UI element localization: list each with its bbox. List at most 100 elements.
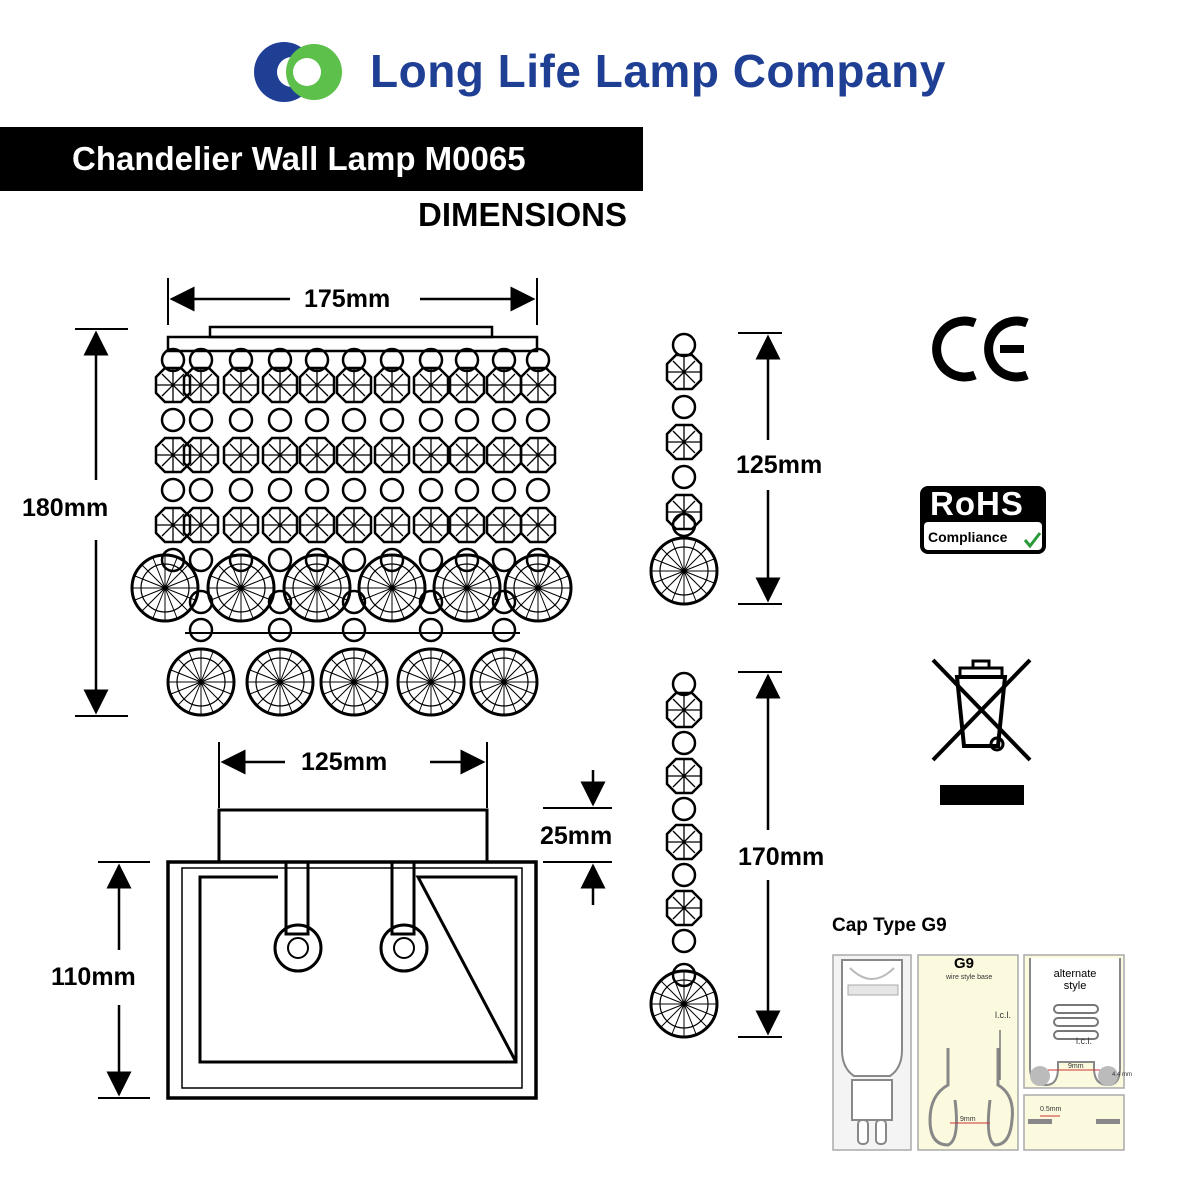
crystal-bead (335, 436, 373, 474)
dimension-180mm (75, 328, 128, 717)
pin-size: 4.4 mm (1112, 1072, 1133, 1078)
product-title: Chandelier Wall Lamp M0065 (72, 140, 526, 177)
g9-title: G9 (954, 955, 975, 972)
crystal-bead (525, 477, 551, 503)
crystal-ball (206, 553, 276, 623)
crystal-bead (267, 547, 293, 573)
crystal-bead (491, 477, 517, 503)
rohs-badge (920, 486, 1046, 554)
crystal-ball (432, 553, 502, 623)
label-125mm-base: 125mm (301, 748, 388, 776)
crystal-bead (261, 436, 299, 474)
crystal-bead (373, 436, 411, 474)
crystal-ring (188, 617, 214, 643)
alt-width: 9mm (1068, 1063, 1084, 1070)
front-view-lamp (130, 325, 573, 717)
crystal-bead (304, 407, 330, 433)
crystal-bead (519, 506, 557, 544)
crystal-bead (160, 407, 186, 433)
crystal-bead (485, 506, 523, 544)
label-170mm-drop: 170mm (738, 843, 825, 871)
crystal-bead (448, 436, 486, 474)
crystal-bead (261, 366, 299, 404)
crystal-bead (379, 477, 405, 503)
crystal-ring (491, 617, 517, 643)
brand-name: Long Life Lamp Company (370, 45, 946, 97)
crystal-bead (298, 436, 336, 474)
crystal-ring (341, 617, 367, 643)
crystal-bead (298, 506, 336, 544)
crystal-ring (418, 617, 444, 643)
crystal-bead (671, 394, 697, 420)
crystal-bead (188, 477, 214, 503)
crystal-bead (491, 407, 517, 433)
crystal-bead (188, 407, 214, 433)
label-110mm: 110mm (51, 963, 136, 991)
crystal-bead (525, 407, 551, 433)
rohs-compliance: Compliance (928, 529, 1008, 545)
side-view-lamp (166, 808, 538, 1100)
crystal-ball (357, 553, 427, 623)
crystal-bead (665, 423, 703, 461)
alt-lcl: l.c.l. (1076, 1036, 1093, 1046)
crystal-ball (396, 647, 466, 717)
crystal-bead (261, 506, 299, 544)
g9-lcl: l.c.l. (995, 1010, 1012, 1020)
crystal-ball (130, 553, 200, 623)
crystal-bead (373, 506, 411, 544)
crystal-bead (412, 366, 450, 404)
short-drop-strand (649, 332, 719, 606)
crystal-bead (341, 407, 367, 433)
crystal-bead (298, 366, 336, 404)
crystal-bead (448, 506, 486, 544)
crystal-ball (649, 969, 719, 1039)
title-bar (0, 127, 643, 191)
crystal-ball (649, 536, 719, 606)
crystal-bead (182, 366, 220, 404)
crystal-bead (671, 730, 697, 756)
crystal-bead (379, 407, 405, 433)
alt-subtitle: style (1063, 980, 1087, 992)
crystal-bead (519, 366, 557, 404)
crystal-bead (665, 757, 703, 795)
crystal-bead (267, 477, 293, 503)
crystal-ball (503, 553, 573, 623)
crystal-bead (454, 477, 480, 503)
crystal-bead (412, 436, 450, 474)
crystal-ball (469, 647, 539, 717)
crystal-bead (335, 506, 373, 544)
label-180mm: 180mm (22, 494, 109, 522)
crystal-bead (160, 477, 186, 503)
crystal-bead (373, 366, 411, 404)
long-drop-strand (649, 671, 719, 1039)
crystal-bead (485, 436, 523, 474)
crystal-bead (418, 407, 444, 433)
crystal-bead (665, 353, 703, 391)
crossed-bin-icon (931, 658, 1032, 805)
alt-title: alternate (1053, 968, 1097, 980)
crystal-bead (665, 823, 703, 861)
dimensions-heading: DIMENSIONS (418, 196, 628, 233)
crystal-bead (519, 436, 557, 474)
crystal-bead (228, 477, 254, 503)
crystal-ball (319, 647, 389, 717)
dimension-125mm-drop (738, 332, 782, 605)
crystal-bead (412, 506, 450, 544)
crystal-bead (665, 889, 703, 927)
crystal-bead (418, 547, 444, 573)
cap-type-label: Cap Type G9 (832, 915, 947, 936)
crystal-bead (304, 477, 330, 503)
crystal-bead (222, 436, 260, 474)
label-125mm-drop: 125mm (736, 451, 823, 479)
crystal-ring (671, 671, 697, 697)
g9-width: 9mm (960, 1116, 976, 1123)
crystal-bead (228, 407, 254, 433)
dimension-25mm (543, 770, 612, 905)
crystal-ring (267, 617, 293, 643)
crystal-ball (282, 553, 352, 623)
crystal-bead (222, 506, 260, 544)
dimension-125mm-base (218, 742, 488, 808)
cap-g9-diagram (832, 954, 1125, 1151)
crystal-ball (166, 647, 236, 717)
crystal-bead (341, 547, 367, 573)
